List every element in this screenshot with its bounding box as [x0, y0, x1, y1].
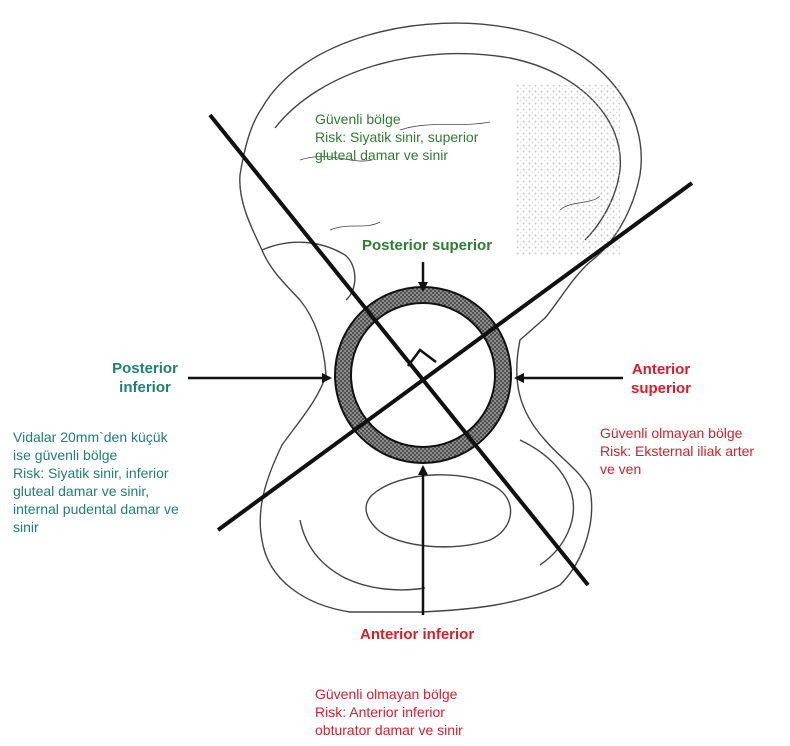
- posterior-inferior-label: Posterior inferior: [105, 359, 185, 397]
- acetabulum-outer-edge: [335, 287, 511, 463]
- anterior-superior-description: Güvenli olmayan bölge Risk: Eksternal il…: [600, 424, 754, 478]
- anterior-superior-label: Anterior superior: [622, 360, 700, 398]
- anterior-inferior-description: Güvenli olmayan bölge Risk: Anterior inf…: [315, 685, 463, 739]
- iliac-shading: [515, 85, 620, 255]
- acetabulum-inner-edge: [351, 303, 495, 447]
- anterior-inferior-label: Anterior inferior: [360, 625, 474, 644]
- posterior-inferior-description: Vidalar 20mm`den küçük ise güvenli bölge…: [13, 428, 179, 536]
- pubic-ramus: [520, 440, 573, 565]
- posterior-superior-description: Güvenli bölge Risk: Siyatik sinir, super…: [315, 110, 478, 164]
- sciatic-notch: [262, 242, 355, 300]
- posterior-superior-label: Posterior superior: [362, 236, 492, 255]
- ischial-tuberosity: [300, 520, 425, 590]
- obturator-foramen: [366, 475, 511, 547]
- acetabulum-ring: [343, 295, 503, 455]
